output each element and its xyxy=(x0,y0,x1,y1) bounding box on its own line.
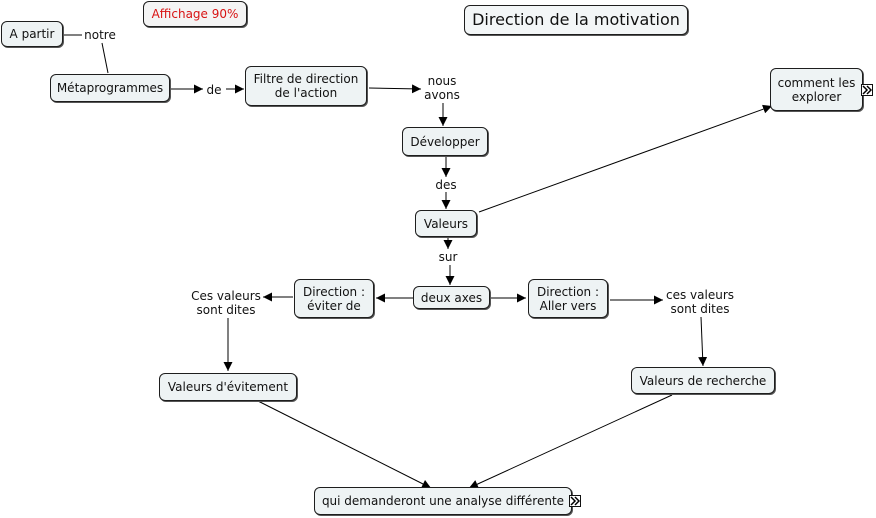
link-label-ces-valeurs-right: ces valeurs sont dites xyxy=(665,288,735,316)
double-chevron-right-icon[interactable] xyxy=(569,495,581,507)
link-label-des: des xyxy=(435,178,457,192)
concept-a-partir[interactable]: A partir xyxy=(1,21,63,47)
link-label-nous-avons: nous avons xyxy=(424,74,460,102)
concept-direction-aller[interactable]: Direction : Aller vers xyxy=(528,279,608,318)
zoom-level-label: Affichage 90% xyxy=(143,1,247,27)
concept-valeurs[interactable]: Valeurs xyxy=(415,210,477,237)
page-title: Direction de la motivation xyxy=(464,5,688,35)
concept-valeurs-recherche[interactable]: Valeurs de recherche xyxy=(631,367,775,394)
concept-direction-eviter[interactable]: Direction : éviter de xyxy=(294,279,374,318)
link-label-notre: notre xyxy=(84,28,116,42)
concept-deux-axes[interactable]: deux axes xyxy=(413,286,490,309)
double-chevron-right-icon[interactable] xyxy=(861,84,873,96)
concept-metaprogrammes[interactable]: Métaprogrammes xyxy=(50,74,170,102)
concept-developper[interactable]: Développer xyxy=(402,127,488,156)
concept-analyse-differente[interactable]: qui demanderont une analyse différente xyxy=(314,487,572,515)
concept-valeurs-evitement[interactable]: Valeurs d'évitement xyxy=(159,373,297,401)
link-label-sur: sur xyxy=(438,250,458,264)
link-label-de: de xyxy=(206,83,222,97)
link-label-ces-valeurs-left: Ces valeurs sont dites xyxy=(191,289,261,317)
concept-filtre-direction[interactable]: Filtre de direction de l'action xyxy=(245,66,367,106)
concept-comment-explorer[interactable]: comment les explorer xyxy=(770,68,863,111)
